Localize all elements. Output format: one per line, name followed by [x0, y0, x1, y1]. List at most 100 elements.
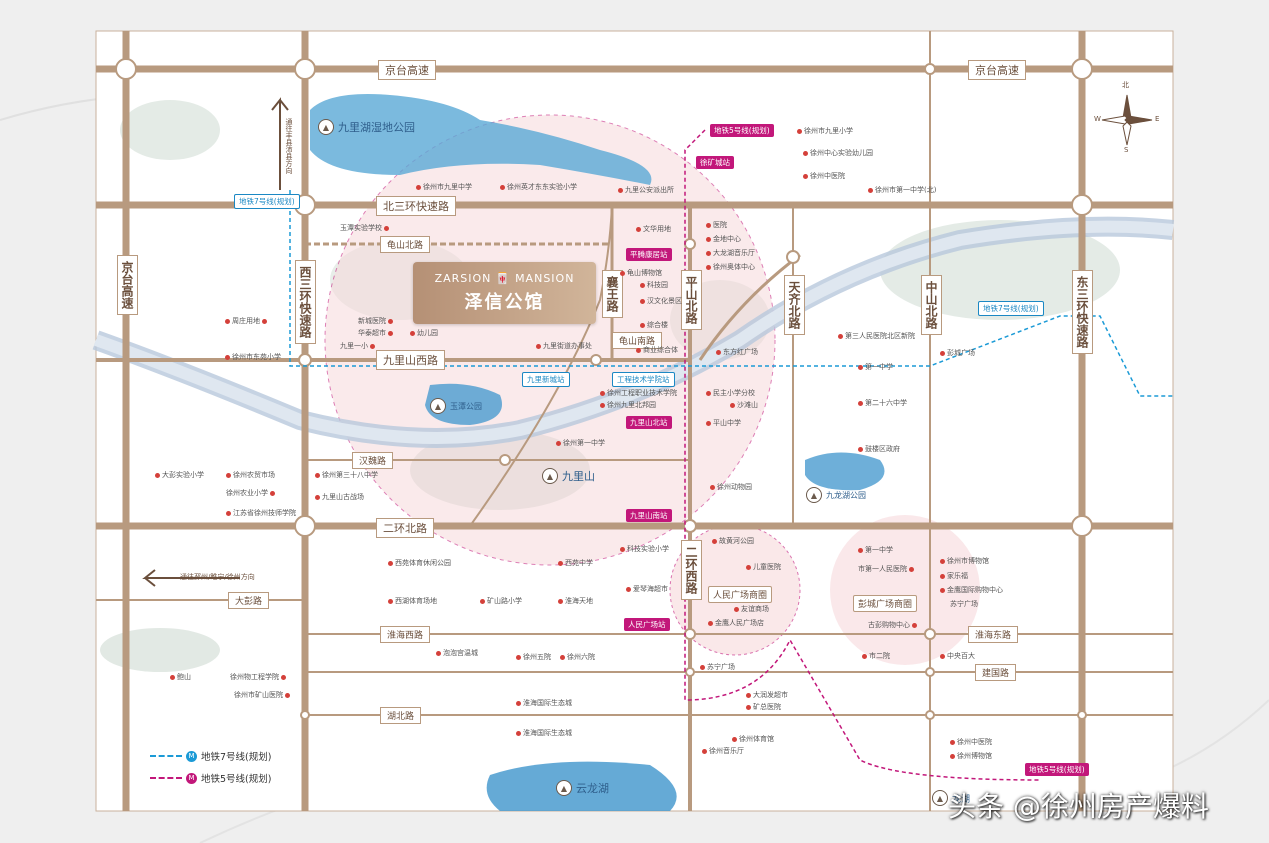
compass-rose — [1101, 94, 1153, 146]
poi: 沙滩山 — [730, 400, 758, 410]
poi: 大润发超市 — [746, 690, 788, 700]
station-line5-bottom: 地铁5号线(规划) — [1025, 763, 1089, 776]
poi-marker-icon — [797, 128, 802, 134]
poi: 徐州第一中学 — [556, 438, 605, 448]
landmark-longhu: ▲龙湖 — [932, 790, 970, 806]
poi: 幼儿园 — [410, 328, 438, 338]
project-name-cn: 泽信公馆 — [464, 292, 545, 313]
poi: 徐州市博物馆 — [940, 556, 989, 566]
junction — [924, 63, 936, 75]
poi-marker-icon — [712, 538, 717, 544]
poi-marker-icon — [708, 620, 713, 626]
poi: 第一中学 — [858, 362, 893, 372]
poi-marker-icon — [730, 402, 735, 408]
poi-marker-icon — [516, 654, 521, 660]
poi-marker-icon — [281, 674, 286, 680]
poi: 市第一人民医院 — [858, 564, 914, 574]
poi: 九里一小 — [340, 341, 375, 351]
poi: 金鹰国际购物中心 — [940, 585, 1003, 595]
mountain-icon: ▲ — [542, 468, 558, 484]
poi: 徐州物工程学院 — [230, 672, 286, 682]
poi-marker-icon — [803, 173, 808, 179]
poi: 淮海国际生态城 — [516, 698, 572, 708]
poi-marker-icon — [640, 282, 645, 288]
poi: 徐州音乐厅 — [702, 746, 744, 756]
poi-marker-icon — [558, 560, 563, 566]
legend-line5-swatch — [150, 777, 182, 779]
poi-marker-icon — [636, 226, 641, 232]
poi-marker-icon — [636, 347, 641, 353]
poi-marker-icon — [862, 653, 867, 659]
station-line7-left: 地铁7号线(规划) — [234, 194, 300, 209]
poi-marker-icon — [170, 674, 175, 680]
poi-marker-icon — [950, 739, 955, 745]
pengcheng-area-circle — [830, 515, 980, 665]
poi-marker-icon — [370, 343, 375, 349]
junction — [590, 354, 602, 366]
poi: 东方红广场 — [716, 347, 758, 357]
poi-marker-icon — [516, 730, 521, 736]
label-dong-sanhuan: 东三环快速路 — [1072, 270, 1093, 354]
landmark-jiulishan: ▲九里山 — [542, 468, 595, 484]
poi: 西湖体育场地 — [388, 596, 437, 606]
poi: 第二十六中学 — [858, 398, 907, 408]
junction — [925, 710, 935, 720]
poi: 爱琴海超市 — [626, 584, 668, 594]
poi: 周庄用地 — [225, 316, 267, 326]
west-arrow — [142, 569, 240, 587]
poi: 徐州工程职业技术学院 — [600, 388, 677, 398]
poi: 徐州中医院 — [803, 171, 845, 181]
poi: 鼓楼区政府 — [858, 444, 900, 454]
poi-marker-icon — [620, 546, 625, 552]
poi: 九里公安派出所 — [618, 185, 674, 195]
poi-marker-icon — [556, 440, 561, 446]
poi-marker-icon — [746, 704, 751, 710]
poi-marker-icon — [315, 494, 320, 500]
poi-marker-icon — [746, 692, 751, 698]
park-icon: ▲ — [806, 487, 822, 503]
poi: 第三人民医院北区新院 — [838, 331, 915, 341]
poi-marker-icon — [706, 390, 711, 396]
poi-marker-icon — [410, 330, 415, 336]
poi-marker-icon — [536, 343, 541, 349]
poi-marker-icon — [315, 472, 320, 478]
metro-icon: M — [186, 750, 197, 762]
label-jingtai-top-right: 京台高速 — [968, 60, 1026, 80]
poi-marker-icon — [416, 184, 421, 190]
poi: 徐州奥体中心 — [706, 262, 755, 272]
poi: 淮海国际生态城 — [516, 728, 572, 738]
junction — [1071, 58, 1093, 80]
poi-marker-icon — [225, 354, 230, 360]
junction — [1071, 194, 1093, 216]
label-jingtai-vertical: 京台高速 — [117, 255, 138, 315]
poi: 徐州市九里小学 — [797, 126, 853, 136]
poi-marker-icon — [858, 400, 863, 406]
poi-marker-icon — [388, 318, 393, 324]
poi: 徐州市矿山医院 — [234, 690, 290, 700]
watermark: 头条 @徐州房产爆料 — [948, 790, 1209, 823]
poi-marker-icon — [940, 653, 945, 659]
legend-line5: M 地铁5号线(规划) — [150, 771, 271, 785]
poi: 华泰超市 — [358, 328, 393, 338]
poi-marker-icon — [226, 472, 231, 478]
poi: 科技实验小学 — [620, 544, 669, 554]
poi: 第一中学 — [858, 545, 893, 555]
poi: 鲍山 — [170, 672, 191, 682]
poi-marker-icon — [838, 333, 843, 339]
poi-marker-icon — [388, 560, 393, 566]
poi-marker-icon — [950, 753, 955, 759]
metro-icon: M — [186, 772, 197, 784]
poi: 徐州中医院 — [950, 737, 992, 747]
station-jiulishan-bei: 九里山北站 — [626, 416, 672, 429]
poi: 徐州体育馆 — [732, 734, 774, 744]
poi-marker-icon — [716, 349, 721, 355]
poi-marker-icon — [225, 318, 230, 324]
poi: 徐州市九里中学 — [416, 182, 472, 192]
poi: 苏宁广场 — [950, 600, 978, 608]
poi: 汉文化景区 — [640, 296, 682, 306]
poi-marker-icon — [226, 510, 231, 516]
poi: 平山中学 — [706, 418, 741, 428]
poi: 徐州农业小学 — [226, 488, 275, 498]
poi: 徐州中心实验幼儿园 — [803, 148, 873, 158]
